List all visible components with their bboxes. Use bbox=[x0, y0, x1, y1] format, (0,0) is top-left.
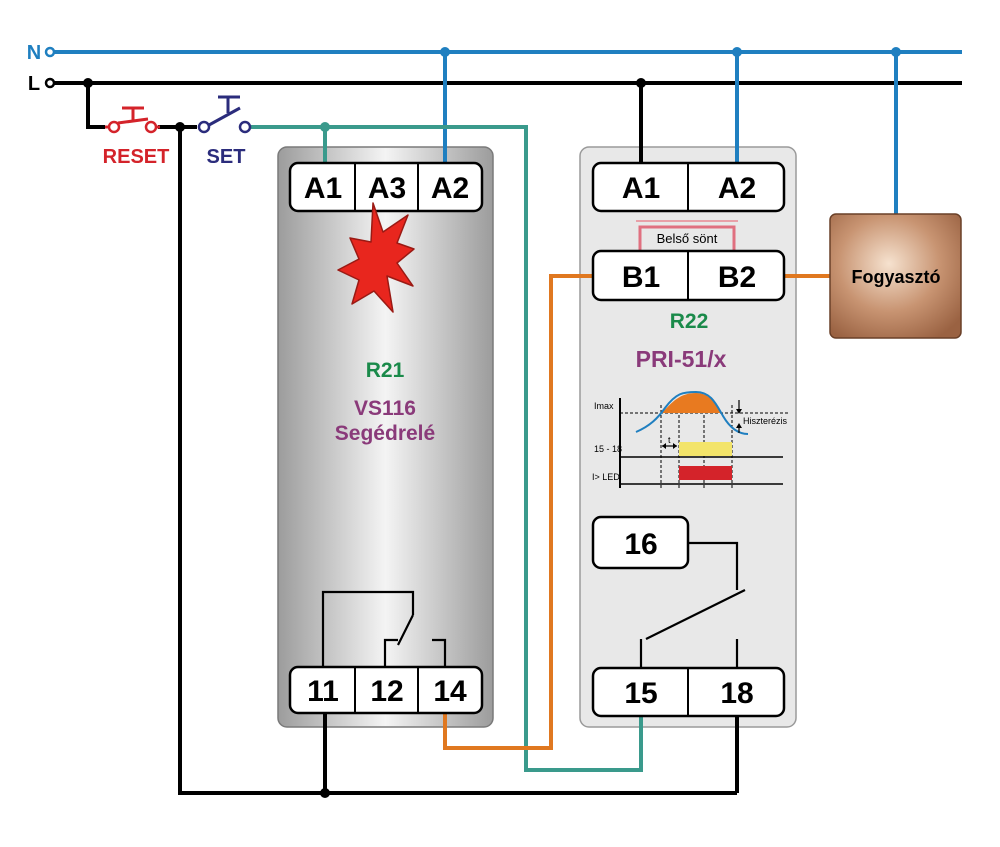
r21-terminal-12: 12 bbox=[370, 675, 403, 708]
reset-label: RESET bbox=[103, 146, 170, 168]
neutral-junction-r22 bbox=[732, 47, 742, 57]
r21-top-terminal-block bbox=[288, 161, 484, 213]
shunt-label-bg bbox=[652, 230, 724, 246]
timing-t-label: t bbox=[668, 435, 671, 445]
timing-hysteresis-label: Hiszterézis bbox=[743, 416, 788, 426]
r22-terminal-18: 18 bbox=[720, 677, 753, 710]
set-button bbox=[197, 95, 252, 134]
timing-contacts-label: 15 - 18 bbox=[594, 444, 622, 454]
timing-imax-label: Imax bbox=[594, 401, 614, 411]
r21-id: R21 bbox=[366, 359, 405, 382]
live-junction bbox=[83, 78, 93, 88]
r21-terminal-a3: A3 bbox=[368, 172, 406, 205]
r21-terminal-a1: A1 bbox=[304, 172, 342, 205]
r22-terminal-b1: B1 bbox=[622, 261, 660, 294]
load-box bbox=[829, 213, 962, 339]
r21-terminal-11: 11 bbox=[307, 675, 339, 708]
timing-led-label: I> LED bbox=[592, 472, 620, 482]
internal-shunt bbox=[638, 225, 736, 251]
timing-diagram bbox=[619, 390, 790, 490]
r21-terminal-14: 14 bbox=[433, 675, 467, 708]
r22-terminal-b2: B2 bbox=[718, 261, 756, 294]
r22-relay-contact bbox=[639, 541, 746, 668]
set-label: SET bbox=[207, 146, 246, 168]
load-label: Fogyasztó bbox=[851, 267, 940, 287]
r22-terminal-a2: A2 bbox=[718, 172, 756, 205]
r21-terminal-a2: A2 bbox=[431, 172, 469, 205]
live-label: L bbox=[28, 73, 40, 95]
shunt-label: Belső sönt bbox=[657, 231, 718, 246]
bottom-junction bbox=[320, 788, 330, 798]
live-common-wire bbox=[158, 125, 737, 795]
r21-bottom-terminal-block bbox=[288, 665, 484, 715]
live-terminal bbox=[44, 77, 56, 89]
live-branch-reset bbox=[86, 83, 105, 129]
load-current-wire bbox=[443, 274, 595, 750]
r21-changeover-contact bbox=[321, 590, 447, 667]
r22-a1-junction bbox=[636, 78, 646, 88]
neutral-junction-r21 bbox=[440, 47, 450, 57]
r21-module bbox=[277, 146, 494, 728]
red-star-burst-icon bbox=[337, 202, 415, 313]
control-wire bbox=[251, 125, 643, 772]
r22-model: PRI-51/x bbox=[636, 346, 727, 372]
neutral-terminal bbox=[44, 46, 56, 58]
r21-model: VS116 bbox=[354, 397, 416, 420]
control-junction bbox=[320, 122, 330, 132]
r22-terminal-15: 15 bbox=[624, 677, 657, 710]
r22-terminal-16: 16 bbox=[624, 528, 657, 561]
neutral-junction-load bbox=[891, 47, 901, 57]
r22-terminal-a1: A1 bbox=[622, 172, 660, 205]
r22-id: R22 bbox=[670, 310, 709, 333]
neutral-label: N bbox=[27, 42, 41, 64]
reset-button bbox=[105, 106, 160, 134]
r21-type: Segédrelé bbox=[335, 422, 435, 445]
